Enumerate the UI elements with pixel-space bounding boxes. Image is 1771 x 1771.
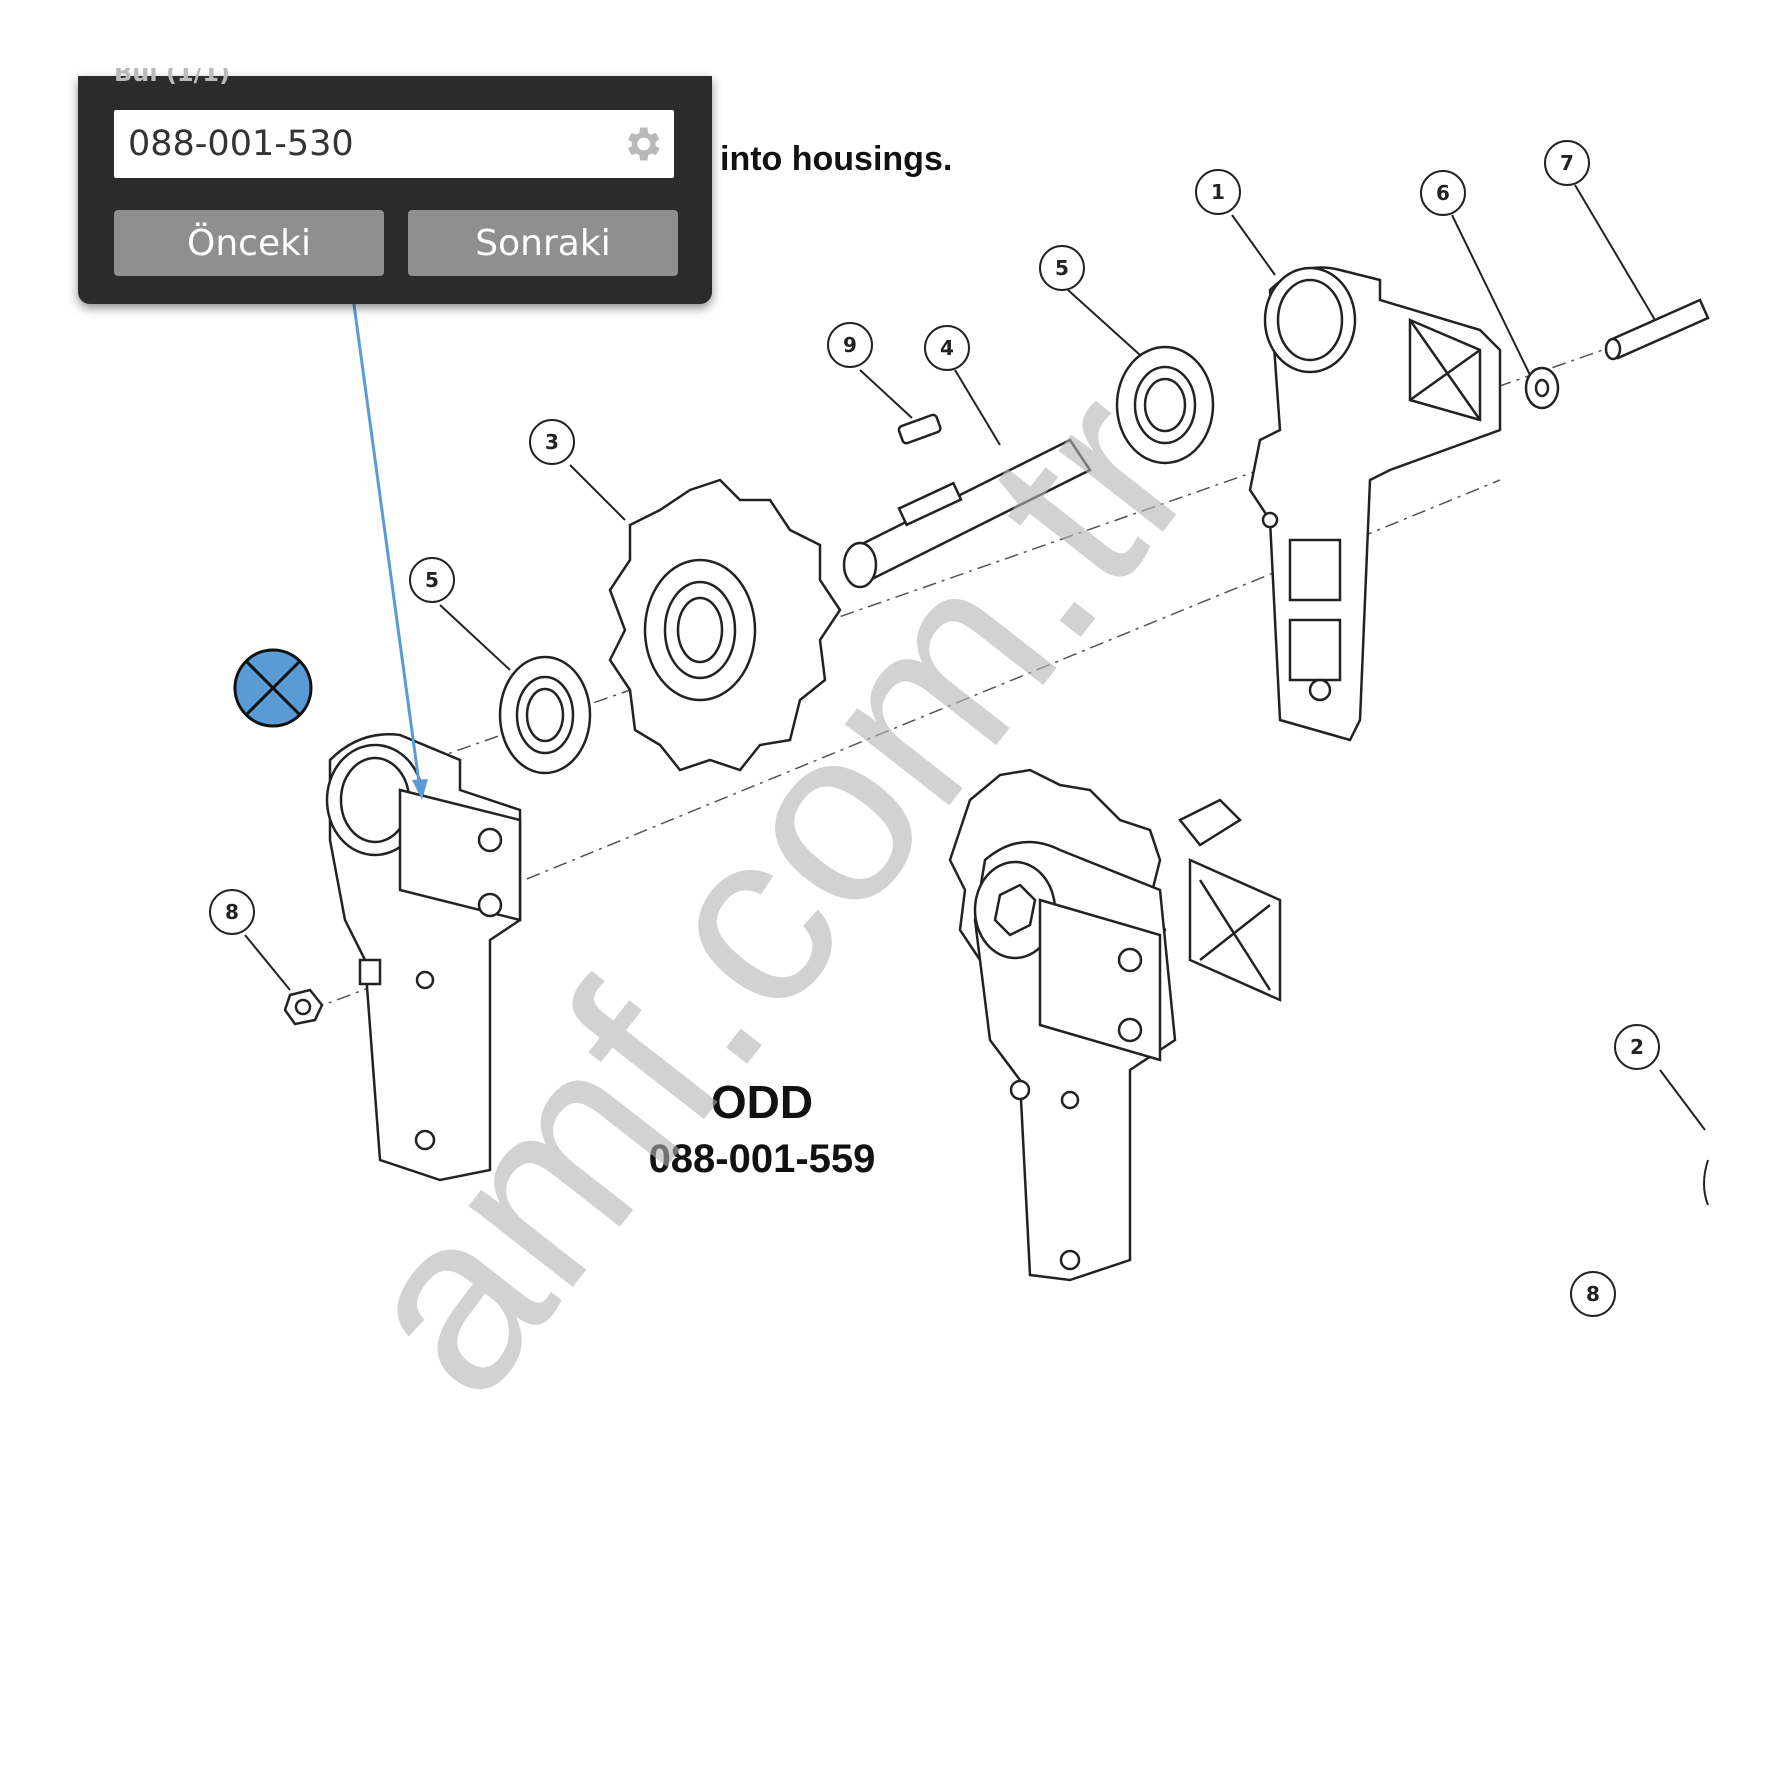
callouts xyxy=(244,184,1709,1206)
find-bar: Bul (1/1) Önceki Sonraki xyxy=(78,68,712,304)
callout-label: 2 xyxy=(1630,1035,1644,1059)
callout-label: 5 xyxy=(1055,256,1069,280)
callout-balloons xyxy=(209,140,1660,1317)
part-bearing-upper xyxy=(1115,345,1215,465)
callout-label: 3 xyxy=(545,430,559,454)
callout-label: 4 xyxy=(940,336,954,360)
assembled-view xyxy=(948,768,1282,1282)
callout-label: 5 xyxy=(425,568,439,592)
next-button[interactable]: Sonraki xyxy=(408,210,678,276)
callout-label: 1 xyxy=(1211,180,1225,204)
annotation-marker-icon xyxy=(233,648,313,728)
assembly-name: ODD xyxy=(711,1076,813,1128)
part-housing-left xyxy=(325,733,522,1182)
part-washer xyxy=(1524,366,1560,410)
callout-numbers: 1 6 7 5 9 4 3 5 8 2 8 xyxy=(225,151,1644,1306)
callout-label: 8 xyxy=(1586,1282,1600,1306)
part-nut xyxy=(283,988,324,1026)
part-key xyxy=(897,413,942,445)
callout-label: 9 xyxy=(843,333,857,357)
part-shaft xyxy=(842,438,1092,589)
part-pin xyxy=(1604,298,1710,361)
find-input-container[interactable] xyxy=(114,110,674,178)
find-bar-title: Bul (1/1) xyxy=(114,68,231,86)
caption-fragment: into housings. xyxy=(720,140,952,178)
callout-label: 6 xyxy=(1436,181,1450,205)
callout-label: 7 xyxy=(1560,151,1574,175)
assembly-part-number: 088-001-559 xyxy=(649,1137,876,1181)
part-housing-right xyxy=(1248,266,1502,742)
callout-label: 8 xyxy=(225,900,239,924)
part-sprocket xyxy=(608,478,842,772)
gear-icon[interactable] xyxy=(620,122,664,166)
find-input[interactable] xyxy=(128,110,608,178)
previous-button[interactable]: Önceki xyxy=(114,210,384,276)
part-bearing-lower xyxy=(498,655,592,775)
